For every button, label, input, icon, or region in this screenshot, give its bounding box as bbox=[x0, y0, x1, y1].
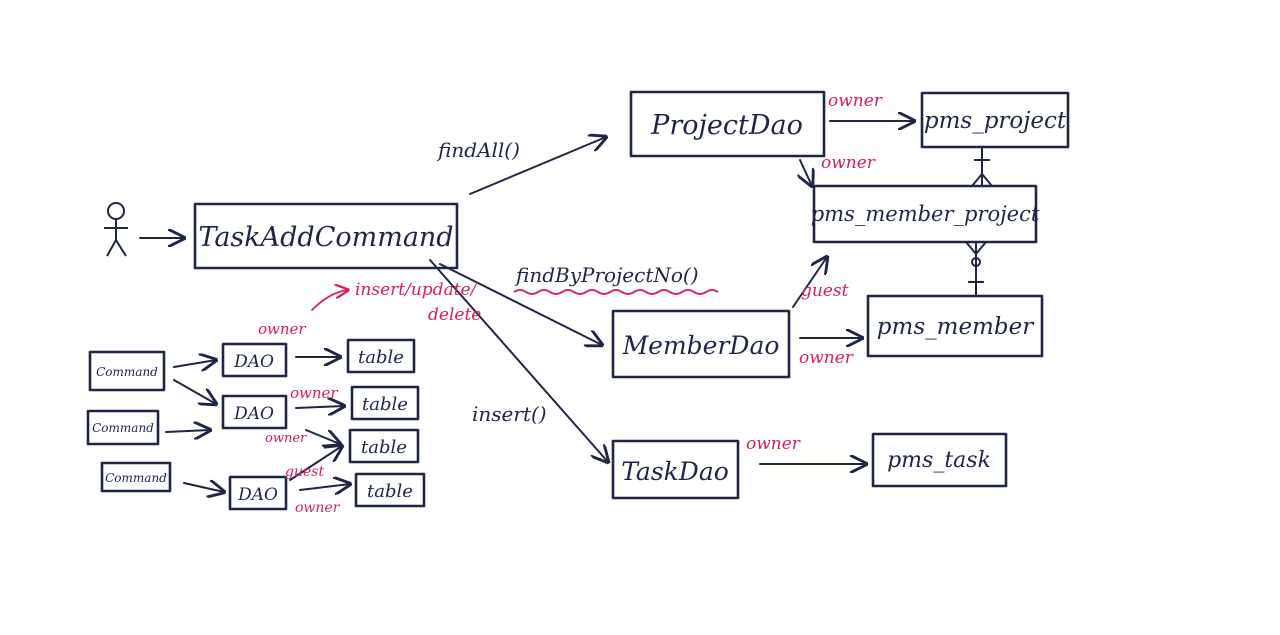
find-by-project-no-arrow bbox=[439, 263, 602, 345]
legend-table-label: table bbox=[358, 347, 404, 368]
legend-dao-label: DAO bbox=[233, 404, 274, 424]
legend-command-dao-arrow bbox=[173, 379, 216, 404]
task-dao-label: TaskDao bbox=[621, 457, 729, 486]
legend-dao-table-arrow bbox=[295, 406, 344, 408]
find-all-arrow bbox=[469, 137, 606, 195]
pms-member-project-node: pms_member_project bbox=[811, 184, 1040, 244]
owner-member-label: owner bbox=[799, 348, 854, 368]
legend-owner-label: owner bbox=[290, 384, 338, 402]
legend-note-delete: delete bbox=[428, 305, 481, 325]
legend-table-label: table bbox=[362, 394, 408, 415]
legend-dao-label: DAO bbox=[233, 352, 274, 372]
legend-row-3: Command DAO table table owner guest owne… bbox=[100, 428, 426, 516]
member-dao-to-member-project-arrow bbox=[792, 257, 827, 308]
legend-note-arrow bbox=[311, 290, 348, 311]
legend-command-dao-arrow bbox=[165, 430, 210, 432]
legend-note-crud: insert/update/ bbox=[355, 280, 479, 300]
actor-stick-figure-icon bbox=[104, 202, 128, 257]
owner-project-label: owner bbox=[828, 91, 883, 111]
legend-owner-label: owner bbox=[258, 320, 306, 338]
project-dao-node: ProjectDao bbox=[629, 90, 826, 158]
pms-task-node: pms_task bbox=[871, 432, 1008, 488]
legend-row-1: Command DAO table owner bbox=[88, 320, 416, 392]
legend-owner-label: owner bbox=[265, 431, 307, 446]
legend-owner-label: owner bbox=[295, 500, 341, 516]
member-dao-node: MemberDao bbox=[611, 309, 791, 379]
er-project-member-project-link bbox=[971, 148, 993, 187]
pms-member-label: pms_member bbox=[877, 314, 1035, 340]
owner-task-label: owner bbox=[746, 434, 801, 454]
member-dao-label: MemberDao bbox=[622, 331, 780, 360]
legend-row-2: Command DAO table owner bbox=[86, 379, 420, 446]
legend-command-dao-arrow bbox=[183, 483, 224, 492]
project-dao-label: ProjectDao bbox=[650, 110, 803, 141]
legend-dao-table-arrow bbox=[289, 446, 342, 481]
pms-member-project-label: pms_member_project bbox=[811, 202, 1040, 226]
legend-command-label: Command bbox=[96, 365, 158, 379]
legend-dao-table-arrow bbox=[305, 429, 340, 444]
find-all-label: findAll() bbox=[436, 138, 520, 162]
legend-table-label: table bbox=[367, 481, 413, 502]
legend-dao-table-arrow bbox=[299, 484, 350, 490]
insert-label: insert() bbox=[472, 402, 547, 426]
pms-project-node: pms_project bbox=[920, 91, 1070, 149]
pms-task-label: pms_task bbox=[887, 448, 991, 473]
legend-guest-label: guest bbox=[285, 464, 324, 480]
task-add-command-label: TaskAddCommand bbox=[198, 222, 453, 253]
legend-dao-label: DAO bbox=[237, 485, 278, 505]
legend-table-label: table bbox=[361, 437, 407, 458]
find-by-project-no-underline bbox=[513, 289, 719, 295]
er-member-member-project-link bbox=[965, 241, 987, 296]
legend-command-label: Command bbox=[105, 471, 167, 485]
legend-command-label: Command bbox=[92, 421, 154, 435]
find-by-project-no-label: findByProjectNo() bbox=[514, 263, 699, 287]
insert-arrow bbox=[429, 259, 608, 462]
task-dao-node: TaskDao bbox=[611, 439, 740, 500]
pms-project-label: pms_project bbox=[924, 108, 1067, 134]
guest-member-project-label: guest bbox=[801, 281, 849, 301]
owner-member-project-label: owner bbox=[821, 153, 876, 173]
legend-command-dao-arrow bbox=[173, 360, 216, 367]
pms-member-node: pms_member bbox=[866, 294, 1044, 358]
task-add-command-node: TaskAddCommand bbox=[193, 202, 459, 270]
project-dao-to-member-project-arrow bbox=[800, 159, 812, 186]
